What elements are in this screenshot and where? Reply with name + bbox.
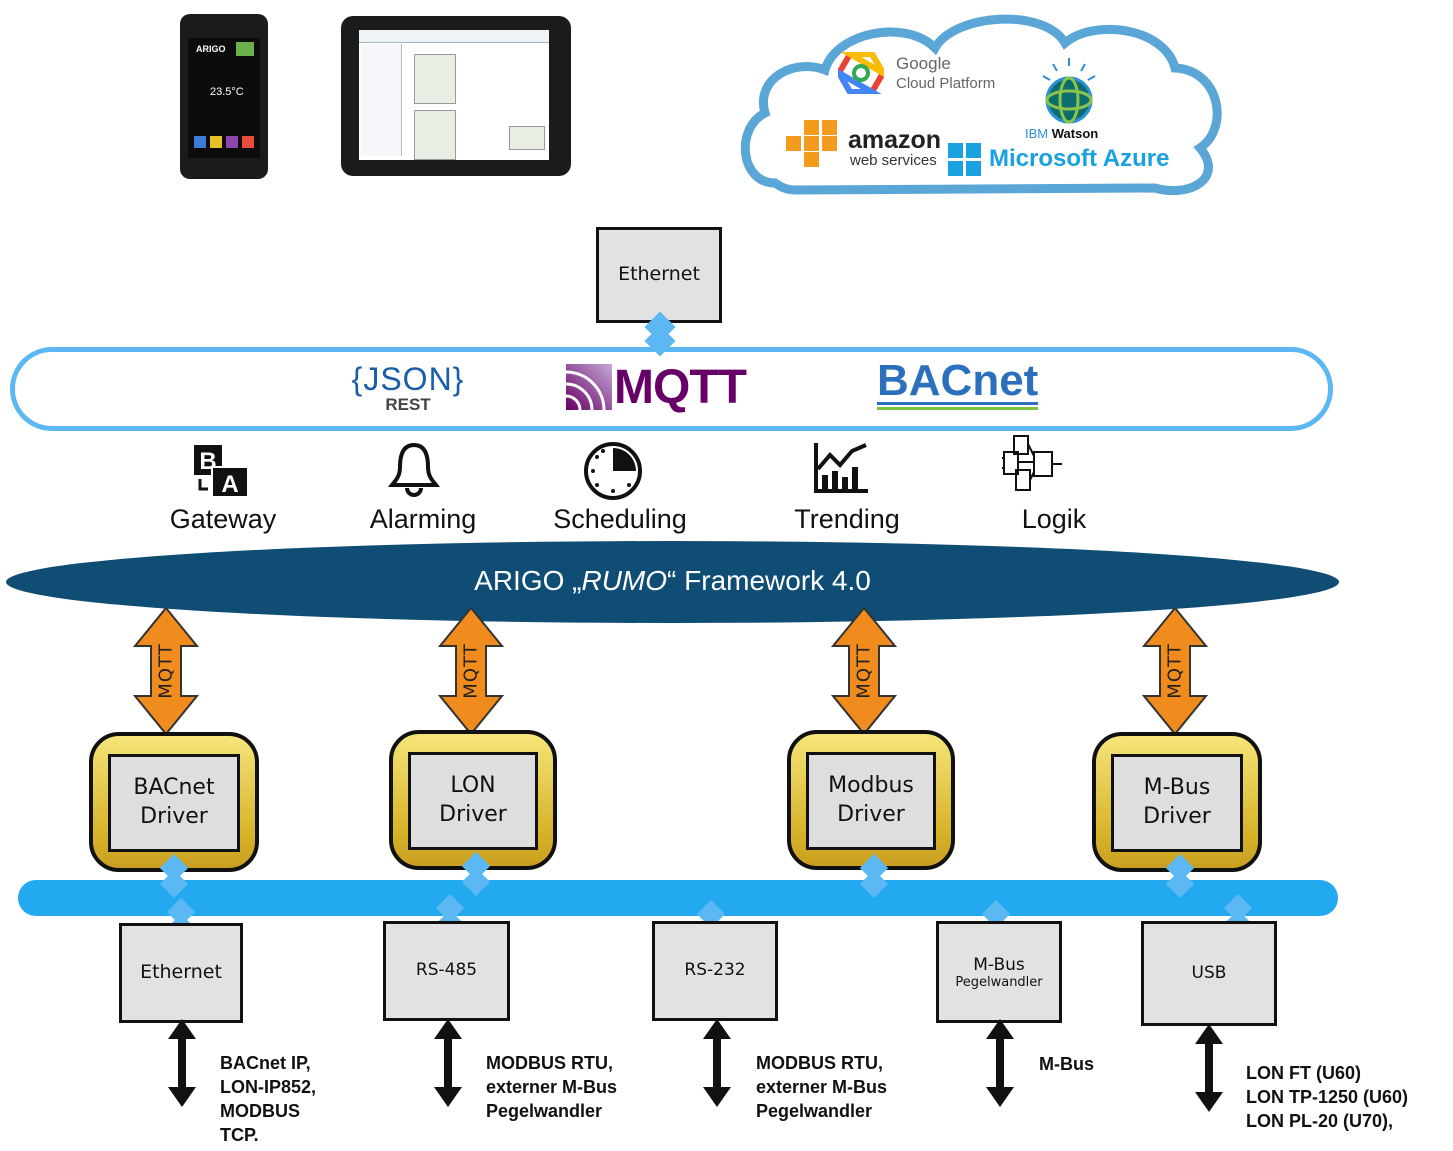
interface-rs485-description: MODBUS RTU, externer M-Bus Pegelwandler bbox=[486, 1053, 618, 1121]
mqtt-arrow-label: MQTT bbox=[460, 643, 482, 699]
phone-screen: ARIGO 23.5°C bbox=[188, 38, 260, 158]
interface-usb-box: USB bbox=[1141, 921, 1277, 1026]
bidirectional-arrow-icon bbox=[703, 1019, 731, 1107]
logic-icon bbox=[1002, 435, 1062, 491]
rest-label: REST bbox=[385, 395, 431, 414]
google-line1: Google bbox=[896, 54, 951, 73]
phone-temperature: 23.5°C bbox=[210, 86, 244, 98]
mqtt-arrow-lon: MQTT bbox=[436, 606, 506, 736]
json-logo: {JSON} bbox=[351, 361, 465, 397]
interface-mbus-description: M-Bus bbox=[1039, 1054, 1094, 1074]
interface-ethernet-description: BACnet IP, LON-IP852, MODBUS TCP. bbox=[220, 1053, 317, 1145]
mqtt-wave-icon bbox=[566, 364, 612, 410]
phone-green-tile bbox=[236, 42, 254, 56]
aws-line1: amazon bbox=[848, 126, 942, 154]
internal-bus bbox=[18, 880, 1338, 916]
interface-mbus-label: M-Bus bbox=[973, 954, 1025, 975]
driver-lon-line2: Driver bbox=[439, 802, 507, 827]
ethernet-uplink-box: Ethernet bbox=[596, 227, 722, 323]
json-rest-logo: {JSON} REST bbox=[338, 362, 478, 414]
bidirectional-arrow-icon bbox=[1195, 1024, 1223, 1112]
feature-label-trending: Trending bbox=[794, 504, 900, 534]
driver-modbus-line1: Modbus bbox=[828, 773, 914, 799]
interface-rs232-box: RS-232 bbox=[652, 921, 778, 1021]
interface-rs232-label: RS-232 bbox=[684, 960, 746, 981]
gateway-icon: B A bbox=[194, 445, 249, 498]
framework-ellipse bbox=[6, 541, 1339, 623]
protocol-bar bbox=[10, 347, 1333, 431]
bidirectional-arrow-icon bbox=[434, 1019, 462, 1107]
ibm-watson-logo: IBM Watson bbox=[1025, 56, 1115, 146]
driver-bacnet-line2: Driver bbox=[140, 804, 208, 829]
driver-lon-line1: LON bbox=[450, 773, 496, 799]
phone-brand: ARIGO bbox=[196, 44, 226, 54]
mqtt-logo: MQTT bbox=[566, 361, 766, 414]
interface-ethernet-box: Ethernet bbox=[119, 923, 243, 1023]
framework-italic: RUMO bbox=[581, 565, 668, 596]
driver-lon: LON Driver bbox=[389, 730, 557, 870]
aws-boxes-icon bbox=[786, 120, 837, 167]
mqtt-arrow-label: MQTT bbox=[155, 643, 177, 699]
google-line2: Cloud Platform bbox=[896, 75, 996, 92]
windows-icon bbox=[948, 143, 981, 176]
framework-prefix: ARIGO „ bbox=[474, 565, 582, 596]
trend-chart-icon bbox=[814, 443, 868, 493]
interface-ethernet-label: Ethernet bbox=[140, 961, 222, 984]
mqtt-arrow-bacnet: MQTT bbox=[131, 606, 201, 736]
mqtt-arrow-mbus: MQTT bbox=[1140, 606, 1210, 736]
driver-bacnet-line1: BACnet bbox=[133, 775, 215, 801]
driver-mbus-line2: Driver bbox=[1143, 804, 1211, 829]
svg-text:A: A bbox=[221, 471, 238, 498]
watson-globe-icon bbox=[1042, 58, 1096, 124]
framework-suffix: “ Framework 4.0 bbox=[667, 565, 871, 596]
ethernet-uplink-label: Ethernet bbox=[618, 263, 700, 286]
interface-rs485-box: RS-485 bbox=[383, 921, 510, 1021]
feature-label-alarming: Alarming bbox=[369, 504, 477, 534]
feature-label-scheduling: Scheduling bbox=[553, 504, 687, 534]
mqtt-arrow-label: MQTT bbox=[1164, 643, 1186, 699]
interface-usb-label: USB bbox=[1191, 962, 1227, 983]
mqtt-arrow-label: MQTT bbox=[853, 643, 875, 699]
driver-modbus-line2: Driver bbox=[837, 802, 905, 827]
feature-label-gateway: Gateway bbox=[169, 504, 277, 534]
feature-label-logik: Logik bbox=[1021, 504, 1087, 534]
tablet bbox=[341, 16, 571, 176]
smartphone: ARIGO 23.5°C bbox=[180, 14, 268, 179]
bidirectional-arrow-icon bbox=[986, 1019, 1014, 1107]
clock-icon bbox=[584, 442, 642, 500]
bacnet-wordmark: BACnet bbox=[877, 356, 1039, 405]
interface-rs485-label: RS-485 bbox=[415, 960, 478, 981]
azure-label: Microsoft Azure bbox=[989, 145, 1170, 172]
ibm-line2: Watson bbox=[1051, 126, 1099, 141]
ibm-line1: IBM bbox=[1025, 126, 1049, 141]
framework-label: ARIGO „RUMO“ Framework 4.0 bbox=[6, 565, 1339, 597]
bacnet-logo: BACnet bbox=[877, 356, 1039, 410]
bidirectional-arrow-icon bbox=[168, 1019, 196, 1107]
mqtt-arrow-modbus: MQTT bbox=[829, 606, 899, 736]
google-cloud-icon bbox=[838, 52, 884, 94]
aws-line2: web services bbox=[850, 152, 937, 169]
tablet-screen bbox=[359, 30, 549, 160]
mqtt-wordmark: MQTT bbox=[614, 361, 747, 414]
bell-icon bbox=[387, 442, 441, 497]
interface-usb-description: LON FT (U60) LON TP-1250 (U60) LON PL-20… bbox=[1246, 1063, 1409, 1131]
interface-rs232-description: MODBUS RTU, externer M-Bus Pegelwandler bbox=[756, 1053, 888, 1121]
interface-mbus-sub: Pegelwandler bbox=[955, 975, 1043, 991]
driver-mbus-line1: M-Bus bbox=[1143, 775, 1211, 801]
